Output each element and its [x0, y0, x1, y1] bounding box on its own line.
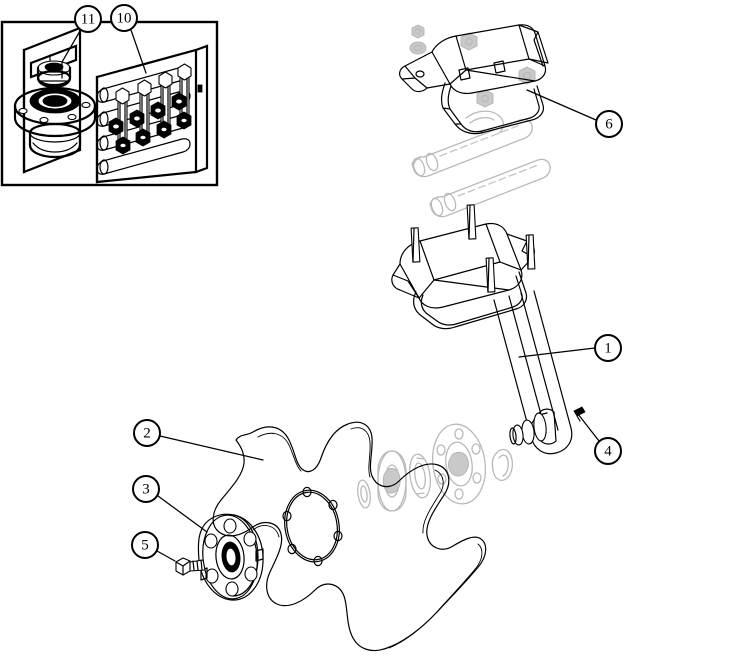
grease-fitting — [573, 406, 586, 422]
callout-5[interactable]: 5 — [131, 531, 176, 562]
callout-1[interactable]: 1 — [518, 334, 622, 362]
ghost-bracket-nuts — [460, 32, 536, 108]
ghost-washer-upper — [409, 41, 427, 55]
callout-3-leader-line — [157, 495, 208, 533]
callout-11-label: 11 — [81, 12, 95, 28]
callout-3-label: 3 — [142, 482, 150, 498]
callout-2-leader-line — [159, 435, 264, 461]
hub-bearing-cap-plate — [13, 26, 97, 174]
upper-mount-bracket — [399, 24, 549, 135]
hex-bolt — [175, 557, 206, 576]
callout-5-label: 5 — [141, 538, 149, 554]
hub-flange — [197, 513, 264, 601]
ghost-seal-ring — [357, 479, 371, 509]
callout-6-leader-line — [526, 89, 597, 121]
callout-11[interactable]: 11 — [61, 5, 102, 79]
ghost-retainer-ring — [491, 448, 513, 482]
callout-4[interactable]: 4 — [577, 413, 622, 465]
callout-1-circle[interactable] — [594, 334, 622, 362]
callout-5-circle[interactable] — [131, 531, 159, 559]
callout-10-label: 10 — [117, 11, 132, 27]
ghost-stud-rod-lower — [429, 158, 551, 218]
callout-4-leader-line — [577, 413, 600, 442]
callout-11-leader-line — [61, 30, 81, 79]
callout-4-label: 4 — [604, 444, 612, 460]
rack-nuts — [108, 92, 192, 155]
callout-3-circle[interactable] — [132, 475, 160, 503]
blade-bolt-circle — [282, 486, 343, 567]
hub-body — [13, 86, 97, 159]
callout-11-circle[interactable] — [74, 5, 102, 33]
bolt-rack — [95, 44, 209, 184]
ghost-hub-flange — [432, 423, 486, 505]
callout-3[interactable]: 3 — [132, 475, 208, 533]
callout-1-label: 1 — [604, 341, 612, 357]
callout-1-leader-line — [518, 347, 596, 358]
ghost-bearing — [377, 450, 407, 512]
callout-2[interactable]: 2 — [133, 419, 264, 461]
bearing-cap — [36, 60, 72, 89]
ghost-nut-upper — [411, 24, 425, 39]
ghost-spacer-ring — [408, 453, 432, 499]
mount-studs — [410, 204, 536, 293]
callout-6-label: 6 — [605, 117, 613, 133]
callout-10-leader-line — [130, 29, 147, 74]
detail-inset — [0, 20, 219, 187]
callout-4-circle[interactable] — [594, 437, 622, 465]
callout-10[interactable]: 10 — [110, 4, 147, 74]
spindle-end — [509, 408, 557, 446]
blade-disc — [212, 421, 487, 652]
ghost-stud-rod-upper — [411, 118, 533, 178]
callout-6-circle[interactable] — [595, 110, 623, 138]
callout-2-circle[interactable] — [133, 419, 161, 447]
ghost-parts-layer — [357, 24, 551, 512]
callout-2-label: 2 — [143, 426, 151, 442]
callouts-layer: 11 10 6 1 4 2 3 5 — [61, 4, 623, 562]
callout-6[interactable]: 6 — [526, 89, 623, 138]
callout-10-circle[interactable] — [110, 4, 138, 32]
spindle-arm-assembly — [391, 204, 573, 455]
callout-5-leader-line — [156, 550, 176, 562]
